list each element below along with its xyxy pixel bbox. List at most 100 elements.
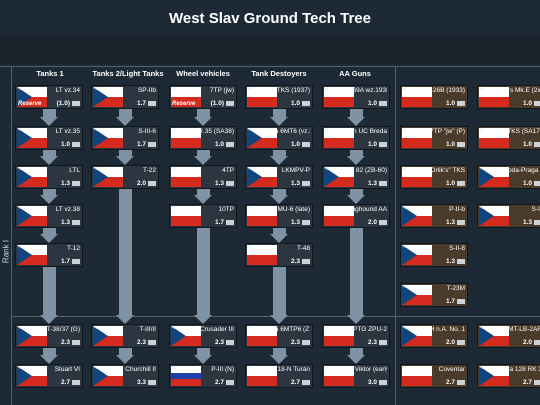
vehicle-name: Š-III-6 [138,128,156,135]
link-col1-r0-arrowhead [116,117,134,126]
battle-rating: 2.3 [367,339,377,346]
rank-corner-mark: +1 [171,127,176,132]
vehicle-class-icon [226,340,234,345]
header-tanks-1: Tanks 1 [36,69,64,78]
page-title: West Slav Ground Tech Tree [168,9,371,27]
vehicle-name: MR-2 Viktor (early) [337,366,387,373]
toolbar-strip [0,36,540,64]
vehicle-class-icon [534,220,540,225]
vehicle-card[interactable]: +1 T-12 1.7 [15,243,83,267]
rank-corner-mark: +1 [247,166,252,171]
battle-rating: 2.3 [214,339,224,346]
link-col1-rank2-arrowhead [116,315,134,324]
vehicle-name: T-III/II [139,326,156,333]
vehicle-class-icon [379,340,387,345]
battle-rating: 1.3 [214,180,224,187]
nation-flag-icon [171,128,201,148]
vehicle-name: 10TP [218,206,234,213]
link-col1-r1-arrowhead [116,156,134,165]
battle-rating: 2.3 [290,339,300,346]
rank-corner-mark: +1 [479,365,484,370]
rank-corner-mark: +1 [402,244,407,249]
battle-rating: 2.0 [522,339,532,346]
vehicle-name: P-II-b [449,206,465,213]
link-col4-rank2 [350,228,363,316]
vehicle-class-icon [379,380,387,385]
vehicle-name: Škoda 6MTP6 (Z1) [260,326,310,333]
vehicle-name: LT vz.35 [55,128,80,135]
nation-flag-icon [171,206,201,226]
nation-flag-icon [93,366,123,386]
rank-corner-mark: +1 [171,365,176,370]
link-col2-rank2 [197,228,210,316]
vehicle-name: Vickers Mk.E (2x SA-18) [492,87,540,94]
nation-flag-icon [247,128,277,148]
premium-divider [395,66,396,405]
link-col2-r1 [197,150,210,157]
rank-corner-mark: +1 [93,325,98,330]
nation-flag-icon [17,206,47,226]
vehicle-name: TKS (SA17) [507,128,540,135]
battle-rating: 1.7 [60,258,70,265]
battle-rating: 2.0 [367,219,377,226]
vehicle-name: GAZ-69A wz.1938/46 [337,87,387,94]
vehicle-card[interactable]: +1Š-I-1.3 [477,204,540,228]
nation-flag-icon [17,326,47,346]
vehicle-class-icon [379,220,387,225]
rank-corner-mark: +1 [17,244,22,249]
vehicle-class-icon [379,142,387,147]
vehicle-name: T-12 [66,245,80,252]
vehicle-name: R.35 (SA38) [198,128,234,135]
rank-corner-mark: +1 [402,166,407,171]
nation-flag-icon [479,128,509,148]
vehicle-name: Staghound AA [345,206,387,213]
vehicle-class-icon [534,101,540,106]
battle-rating: 2.7 [522,379,532,386]
rank-corner-mark: +1 [402,205,407,210]
reserve-label: Reserve [18,101,42,107]
